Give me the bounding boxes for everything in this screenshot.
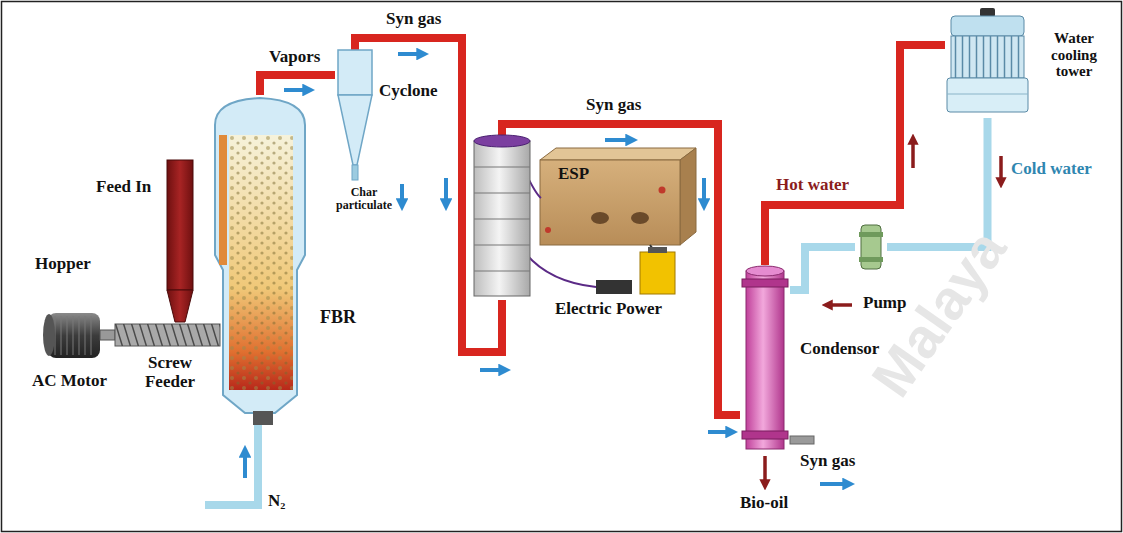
condenser: Condensor xyxy=(740,265,790,455)
gas-outlet-label: Syn gas xyxy=(800,452,855,471)
equipment-label: Water cooling tower xyxy=(1031,30,1117,80)
cyclone: Cyclone xyxy=(335,50,375,180)
oil-outlet xyxy=(763,456,767,486)
cooling-tower-shape xyxy=(945,8,1030,118)
hopper-shape xyxy=(163,160,197,325)
stream-label: Cold water xyxy=(1010,160,1093,179)
stream-label: Hot water xyxy=(775,176,850,195)
product-label: Bio-oil xyxy=(740,494,788,513)
watermark: Malaya xyxy=(860,219,1018,407)
motor-shape xyxy=(40,308,115,363)
residue-label: Char particulate xyxy=(330,186,398,212)
esp-shape xyxy=(470,135,534,300)
hopper: Hopper xyxy=(163,160,197,325)
fluidized-bed-reactor: FBR xyxy=(205,95,315,425)
equipment-label: Condensor xyxy=(800,340,879,359)
flow-arrows xyxy=(245,54,850,484)
equipment-label: ESP xyxy=(558,165,589,184)
pipe xyxy=(502,124,740,415)
stream-label: Syn gas xyxy=(385,10,442,29)
screw-feeder: Screw Feeder xyxy=(115,322,220,348)
equipment-label: Hopper xyxy=(35,255,91,274)
equipment-label: FBR xyxy=(320,308,356,328)
equipment-label: Pump xyxy=(863,294,906,313)
motor: AC Motor xyxy=(40,308,115,363)
pipe xyxy=(790,247,855,290)
reactor-vessel xyxy=(205,95,315,425)
equipment-label: Cyclone xyxy=(379,82,438,101)
equipment-label: Screw Feeder xyxy=(137,354,203,391)
stream-label: Vapors xyxy=(268,48,321,67)
feed-label: Feed In xyxy=(96,178,151,197)
cyclone-shape xyxy=(335,50,375,180)
pipe xyxy=(260,75,335,95)
stream-label: Syn gas xyxy=(585,96,642,115)
electrostatic-precipitator: ESP xyxy=(470,135,534,300)
nitrogen-pipe xyxy=(205,425,258,505)
equipment-label: AC Motor xyxy=(32,372,107,391)
power-label: Electric Power xyxy=(555,300,662,319)
cooling-tower: Water cooling tower xyxy=(945,8,1030,118)
pump-shape xyxy=(855,222,887,272)
screw-feeder-shape xyxy=(115,322,220,348)
gas-outlet xyxy=(790,436,814,444)
condenser-shape xyxy=(740,265,790,455)
gas-inlet-label: N₂ xyxy=(268,492,285,511)
pump: Pump xyxy=(855,222,887,272)
pipe xyxy=(765,45,945,265)
